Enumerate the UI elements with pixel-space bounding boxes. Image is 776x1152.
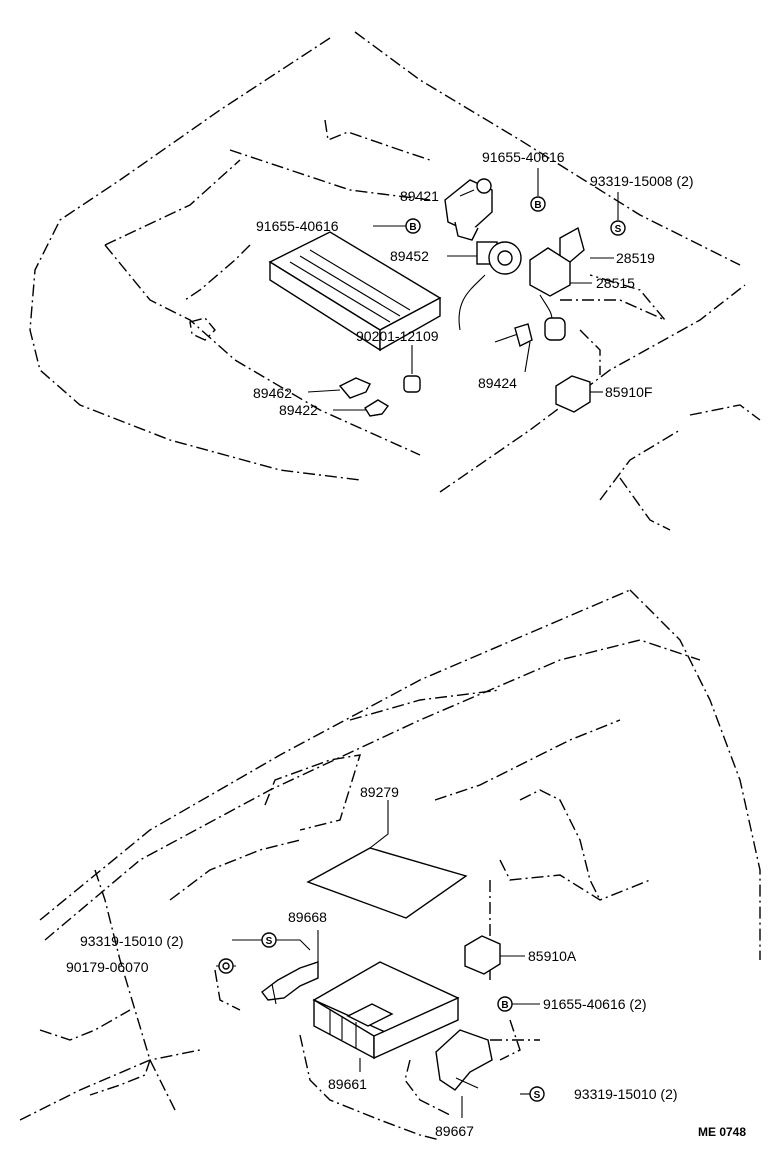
engine-ecu-box	[268, 231, 442, 352]
bottom-leaders	[216, 800, 540, 1118]
label-91655-40616-left: 91655-40616	[256, 218, 339, 234]
label-91655-40616-2: 91655-40616 (2)	[543, 996, 647, 1012]
bracket-89668	[261, 961, 319, 1005]
bracket-28519	[559, 226, 585, 263]
label-89668: 89668	[288, 909, 327, 925]
sensor-89462	[338, 377, 371, 399]
symbol-screw-left: S	[261, 932, 277, 948]
svg-text:B: B	[534, 200, 541, 211]
sensor-89422	[364, 399, 390, 417]
label-90201-12109: 90201-12109	[356, 328, 439, 344]
label-89422: 89422	[279, 402, 318, 418]
dashboard-outline	[19, 589, 761, 1141]
symbol-screw-top: S	[610, 220, 626, 236]
bay-clip	[189, 317, 216, 341]
svg-text:S: S	[534, 1090, 541, 1101]
symbol-bolt-left: B	[405, 218, 421, 234]
label-91655-40616-top: 91655-40616	[482, 149, 565, 165]
sensor-89452	[458, 241, 522, 331]
sensor-89421	[444, 178, 493, 241]
ecu-89661	[312, 961, 460, 1060]
svg-text:S: S	[615, 224, 622, 235]
label-89452: 89452	[390, 248, 429, 264]
label-28519: 28519	[616, 250, 655, 266]
connector-28515	[529, 247, 571, 341]
svg-text:B: B	[409, 222, 416, 233]
bracket-89667	[435, 1029, 493, 1091]
label-93319-15010-left: 93319-15010 (2)	[80, 933, 184, 949]
sensor-89424	[494, 323, 533, 348]
label-93319-15008: 93319-15008 (2)	[590, 173, 694, 189]
symbol-bolt-top: B	[530, 196, 546, 212]
cover-89279	[306, 847, 468, 919]
label-89421: 89421	[400, 188, 439, 204]
svg-text:S: S	[266, 936, 273, 947]
label-85910F: 85910F	[605, 384, 652, 400]
relay-85910F	[555, 375, 591, 413]
svg-text:B: B	[501, 1000, 508, 1011]
label-93319-15010-right: 93319-15010 (2)	[574, 1086, 678, 1102]
symbol-bolt-bottom: B	[497, 996, 513, 1012]
relay-85910A	[464, 935, 501, 975]
label-85910A: 85910A	[528, 948, 577, 964]
label-89661: 89661	[328, 1076, 367, 1092]
top-leaders	[307, 168, 619, 411]
label-89667: 89667	[435, 1123, 474, 1139]
label-90179-06070: 90179-06070	[66, 959, 149, 975]
label-89424: 89424	[478, 375, 517, 391]
drawing-code: ME 0748	[698, 1125, 746, 1139]
nut-90201-12109	[403, 375, 421, 393]
label-89462: 89462	[253, 385, 292, 401]
label-89279: 89279	[360, 784, 399, 800]
label-28515: 28515	[596, 275, 635, 291]
symbol-nut-90179	[218, 958, 234, 974]
engine-bay-outline	[29, 31, 761, 531]
symbol-screw-right: S	[529, 1086, 545, 1102]
